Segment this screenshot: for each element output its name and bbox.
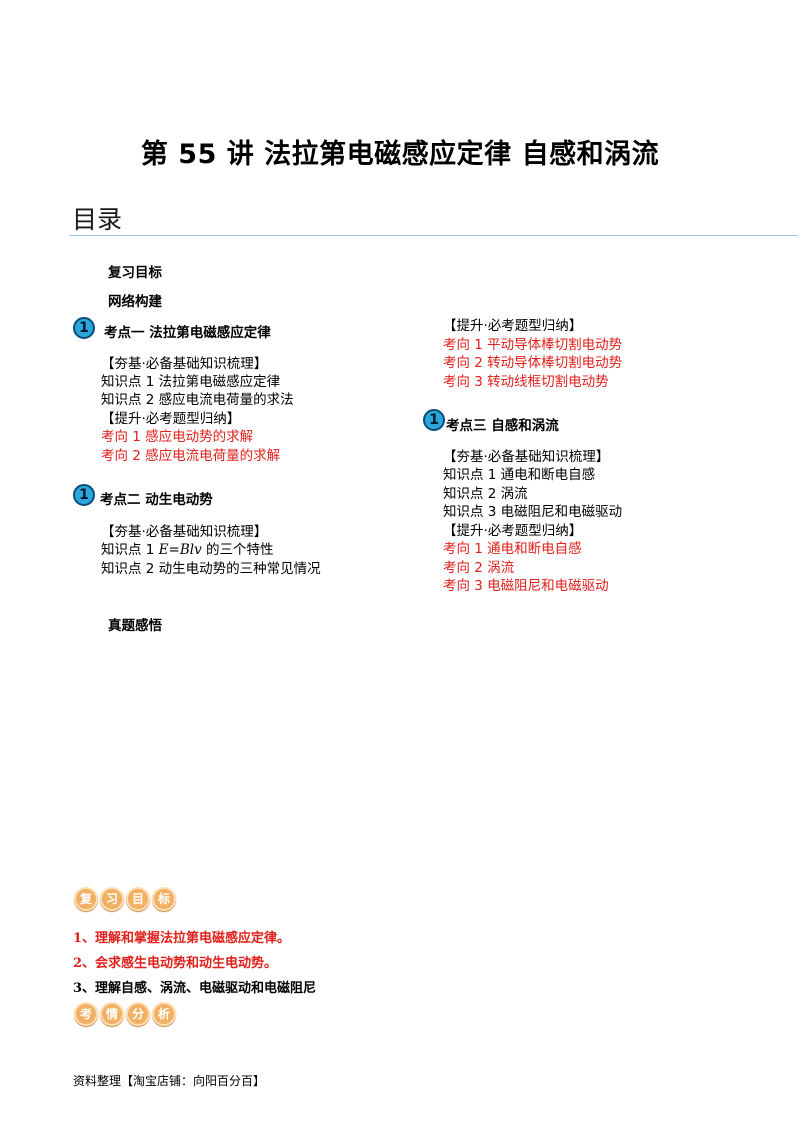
badge-char: 析 <box>152 1002 176 1026</box>
review-goal-badge: 复 习 目 标 <box>74 887 176 911</box>
toc-point[interactable]: 知识点 1 E=Blv 的三个特性 <box>101 541 274 559</box>
number-badge-icon: 1 <box>73 317 95 339</box>
toc-point[interactable]: 知识点 3 电磁阻尼和电磁驱动 <box>443 504 623 520</box>
toc-point[interactable]: 知识点 2 涡流 <box>443 486 528 502</box>
badge-char: 复 <box>74 887 98 911</box>
toc-direction[interactable]: 考向 1 通电和断电自感 <box>443 541 582 557</box>
toc-point[interactable]: 知识点 2 感应电流电荷量的求法 <box>101 392 294 408</box>
toc-direction[interactable]: 考向 3 电磁阻尼和电磁驱动 <box>443 578 609 594</box>
footer-source: 资料整理【淘宝店铺：向阳百分百】 <box>73 1074 266 1088</box>
toc-point[interactable]: 知识点 1 通电和断电自感 <box>443 467 596 483</box>
toc-direction[interactable]: 考向 2 转动导体棒切割电动势 <box>443 355 623 371</box>
toc-point-suffix: 的三个特性 <box>201 542 274 558</box>
objective-3: 3、理解自感、涡流、电磁驱动和电磁阻尼 <box>73 981 317 996</box>
badge-char: 情 <box>100 1002 124 1026</box>
page-title: 第 55 讲 法拉第电磁感应定律 自感和涡流 <box>140 139 660 170</box>
toc-real-exam[interactable]: 真题感悟 <box>108 618 162 634</box>
toc-direction[interactable]: 考向 1 感应电动势的求解 <box>101 429 254 445</box>
toc-point[interactable]: 知识点 1 法拉第电磁感应定律 <box>101 374 281 390</box>
toc-basis-head-1[interactable]: 【夯基·必备基础知识梳理】 <box>101 356 268 372</box>
toc-heading: 目录 <box>72 205 123 234</box>
toc-basis-head-2[interactable]: 【夯基·必备基础知识梳理】 <box>101 524 268 540</box>
toc-improve-head-1[interactable]: 【提升·必考题型归纳】 <box>101 411 241 427</box>
toc-basis-head-3[interactable]: 【夯基·必备基础知识梳理】 <box>443 449 610 465</box>
number-badge-icon: 1 <box>423 409 445 431</box>
objective-1: 1、理解和掌握法拉第电磁感应定律。 <box>73 931 291 946</box>
number-badge-icon: 1 <box>73 484 95 506</box>
toc-kaodian-3[interactable]: 考点三 自感和涡流 <box>446 418 559 434</box>
toc-direction[interactable]: 考向 2 感应电流电荷量的求解 <box>101 448 281 464</box>
toc-network[interactable]: 网络构建 <box>108 294 162 310</box>
toc-improve-head-2[interactable]: 【提升·必考题型归纳】 <box>443 318 583 334</box>
toc-kaodian-2[interactable]: 考点二 动生电动势 <box>100 492 213 508</box>
badge-char: 目 <box>126 887 150 911</box>
formula: E=Blv <box>158 542 202 558</box>
badge-char: 标 <box>152 887 176 911</box>
toc-review-goal[interactable]: 复习目标 <box>108 265 162 281</box>
toc-improve-head-3[interactable]: 【提升·必考题型归纳】 <box>443 523 583 539</box>
badge-char: 分 <box>126 1002 150 1026</box>
badge-char: 考 <box>74 1002 98 1026</box>
badge-char: 习 <box>100 887 124 911</box>
toc-point[interactable]: 知识点 2 动生电动势的三种常见情况 <box>101 561 321 577</box>
toc-direction[interactable]: 考向 3 转动线框切割电动势 <box>443 374 609 390</box>
toc-divider <box>70 235 798 236</box>
toc-point-prefix: 知识点 1 <box>101 542 159 558</box>
toc-direction[interactable]: 考向 2 涡流 <box>443 560 515 576</box>
toc-kaodian-1[interactable]: 考点一 法拉第电磁感应定律 <box>104 325 271 341</box>
analysis-badge: 考 情 分 析 <box>74 1002 176 1026</box>
objective-2: 2、会求感生电动势和动生电动势。 <box>73 956 278 971</box>
toc-direction[interactable]: 考向 1 平动导体棒切割电动势 <box>443 337 623 353</box>
